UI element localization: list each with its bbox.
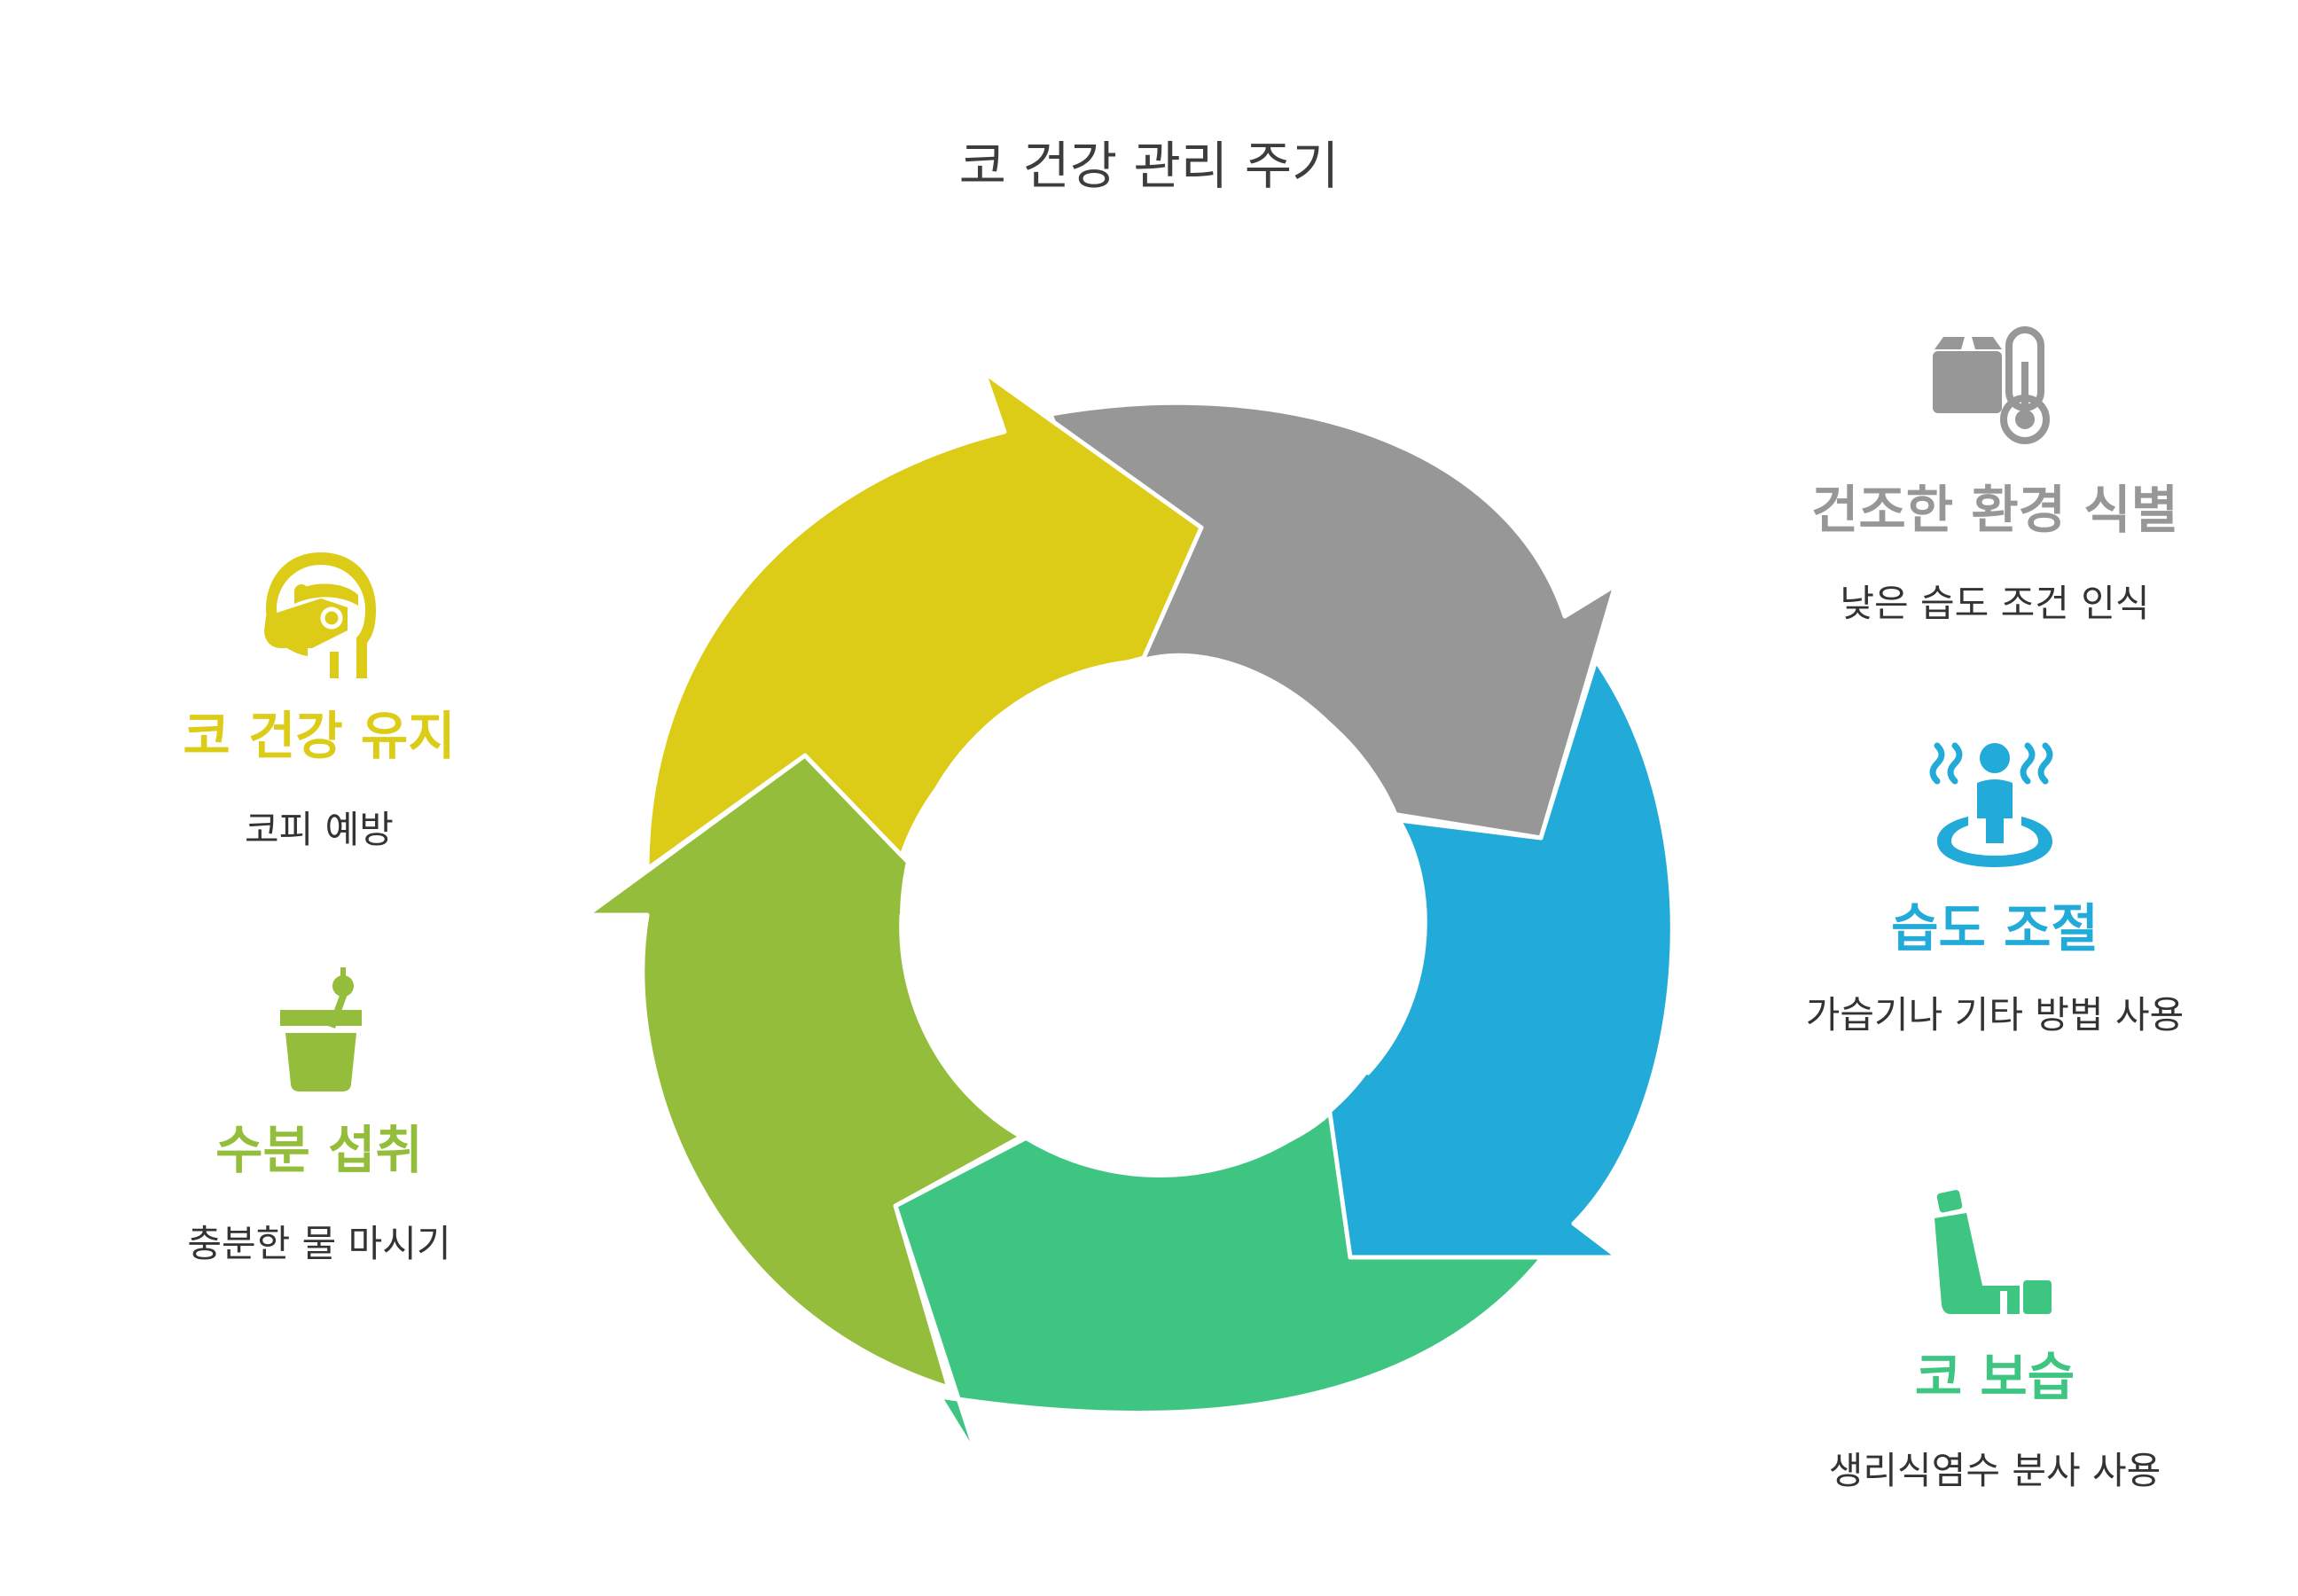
step-label-moisturize: 코 보습 생리식염수 분사 사용 <box>1747 1346 2243 1493</box>
cycle-arrow-identify <box>1048 400 1618 841</box>
cycle-arrow-humidity <box>1314 658 1675 1260</box>
step-label-maintain: 코 건강 유지 코피 예방 <box>124 705 514 852</box>
step-title-moisturize: 코 보습 <box>1914 1347 2075 1407</box>
helmet-mask-icon <box>264 552 376 678</box>
diagram-title: 코 건강 관리 주기 <box>958 136 1340 196</box>
step-desc-moisturize: 생리식염수 분사 사용 <box>1828 1449 2161 1492</box>
person-steam-icon <box>1929 742 2053 867</box>
nasal-spray-icon <box>1935 1190 2052 1314</box>
cycle-center <box>900 658 1419 1177</box>
box-thermometer-icon <box>1933 326 2050 444</box>
step-desc-humidity: 가습기나 기타 방법 사용 <box>1805 993 2185 1037</box>
step-title-maintain: 코 건강 유지 <box>183 706 456 766</box>
step-desc-identify: 낮은 습도 조건 인식 <box>1840 582 2150 625</box>
drink-cup-icon <box>280 967 362 1091</box>
step-label-hydrate: 수분 섭취 충분한 물 마시기 <box>124 1119 514 1266</box>
step-title-humidity: 습도 조절 <box>1891 898 2099 958</box>
step-desc-maintain: 코피 예방 <box>245 808 394 851</box>
step-label-humidity: 습도 조절 가습기나 기타 방법 사용 <box>1800 897 2190 1037</box>
step-title-hydrate: 수분 섭취 <box>215 1120 423 1180</box>
step-title-identify: 건조한 환경 식별 <box>1811 480 2178 540</box>
step-desc-hydrate: 충분한 물 마시기 <box>187 1222 451 1265</box>
step-label-identify: 건조한 환경 식별 낮은 습도 조건 인식 <box>1747 479 2243 626</box>
